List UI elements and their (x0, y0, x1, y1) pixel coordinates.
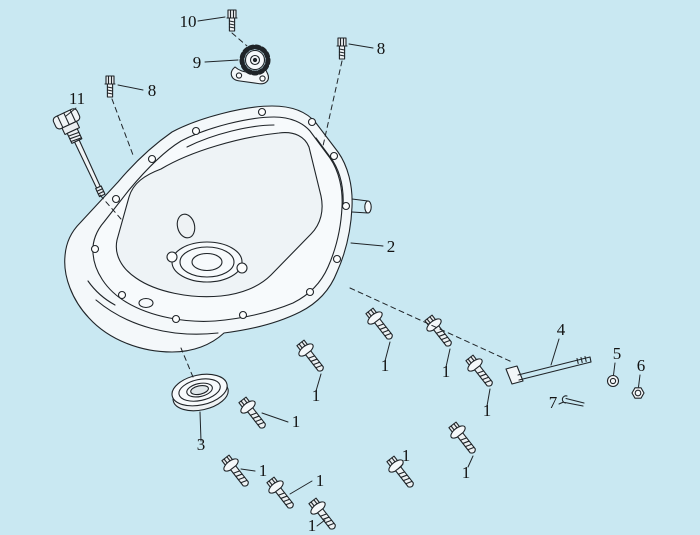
part-labels: 10 9 8 8 11 2 3 4 5 6 7 1 1 1 1 1 1 1 1 … (69, 12, 645, 535)
cover-wing-line (87, 280, 116, 306)
part-label-8: 8 (377, 39, 386, 58)
drain-boss (138, 297, 154, 309)
cover-bolt-holes (90, 107, 351, 324)
bearing-boss (171, 241, 243, 283)
part-label-1: 1 (259, 461, 268, 480)
part-label-4: 4 (557, 320, 566, 339)
part-label-1: 1 (308, 516, 317, 535)
cover-skirt-line (95, 299, 219, 335)
part-label-1: 1 (312, 386, 321, 405)
part-label-1: 1 (381, 356, 390, 375)
gear-teeth (239, 44, 271, 76)
boss-bolt-hole (166, 251, 178, 263)
part-label-1: 1 (462, 463, 471, 482)
assembly-lines (99, 32, 513, 378)
part-washer (606, 374, 620, 388)
governor-shaft-boss (351, 198, 372, 214)
part-label-1: 1 (402, 446, 411, 465)
cover-rim-edge (186, 124, 275, 148)
part-label-10: 10 (180, 12, 197, 31)
part-label-7: 7 (549, 393, 558, 412)
cover-rim-edge2 (315, 137, 344, 208)
part-label-11: 11 (69, 89, 85, 108)
part-label-1: 1 (316, 471, 325, 490)
boss-bolt-hole (236, 262, 248, 274)
part-cotter-pin (561, 395, 585, 407)
diagram-linework: 10 9 8 8 11 2 3 4 5 6 7 1 1 1 1 1 1 1 1 … (52, 9, 645, 535)
part-label-5: 5 (613, 344, 622, 363)
part-label-8: 8 (148, 81, 157, 100)
oval-opening (176, 213, 196, 239)
part-label-6: 6 (637, 356, 646, 375)
part-label-9: 9 (193, 53, 202, 72)
part-crankcase-cover (64, 105, 372, 353)
part-oil-seal (171, 373, 229, 412)
bearing-ring (179, 246, 235, 278)
part-label-1: 1 (483, 401, 492, 420)
leader-lines (65, 16, 641, 527)
part-oil-pump-gear (230, 44, 271, 85)
part-oil-dipstick (52, 108, 106, 198)
bearing-bore (191, 252, 223, 272)
part-label-3: 3 (197, 435, 206, 454)
part-nut (631, 387, 645, 399)
part-label-2: 2 (387, 237, 396, 256)
part-governor-rod (505, 355, 592, 385)
part-label-1: 1 (442, 362, 451, 381)
part-label-1: 1 (292, 412, 301, 431)
